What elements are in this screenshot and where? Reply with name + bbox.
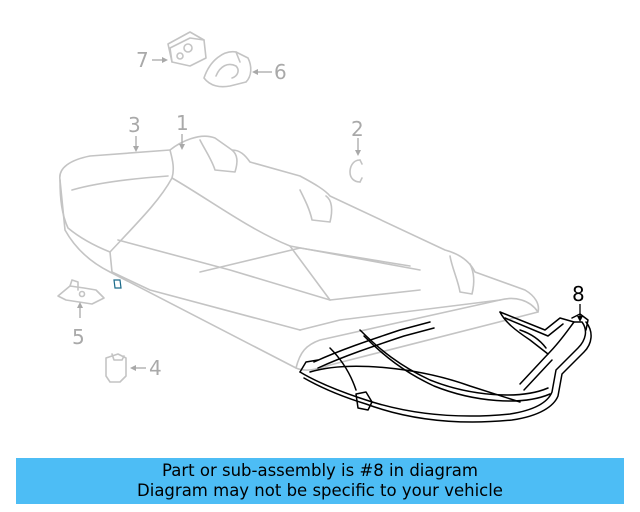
leader-lines: [77, 57, 583, 371]
callout-2: 2: [351, 117, 364, 141]
callout-4: 4: [149, 356, 162, 380]
parts-diagram: 7 6 3 1 2 5 4 8: [57, 31, 592, 423]
banner-line-1: Part or sub-assembly is #8 in diagram: [162, 461, 478, 480]
info-banner: Part or sub-assembly is #8 in diagram Di…: [16, 458, 624, 504]
part-2-clip: [349, 159, 363, 183]
callout-7: 7: [136, 48, 149, 72]
callout-8[interactable]: 8: [572, 282, 585, 306]
callout-3: 3: [128, 113, 141, 137]
part-5-bracket: [57, 279, 105, 305]
seat-cushion: [59, 135, 540, 371]
callout-1: 1: [176, 111, 189, 135]
banner-line-2: Diagram may not be specific to your vehi…: [137, 481, 503, 500]
callout-6: 6: [274, 60, 287, 84]
callout-5: 5: [72, 325, 85, 349]
part-4-clip: [105, 353, 127, 383]
part-7-bracket: [167, 31, 207, 67]
part-6-clip: [203, 51, 252, 88]
seat-frame-part-8[interactable]: [299, 311, 592, 423]
